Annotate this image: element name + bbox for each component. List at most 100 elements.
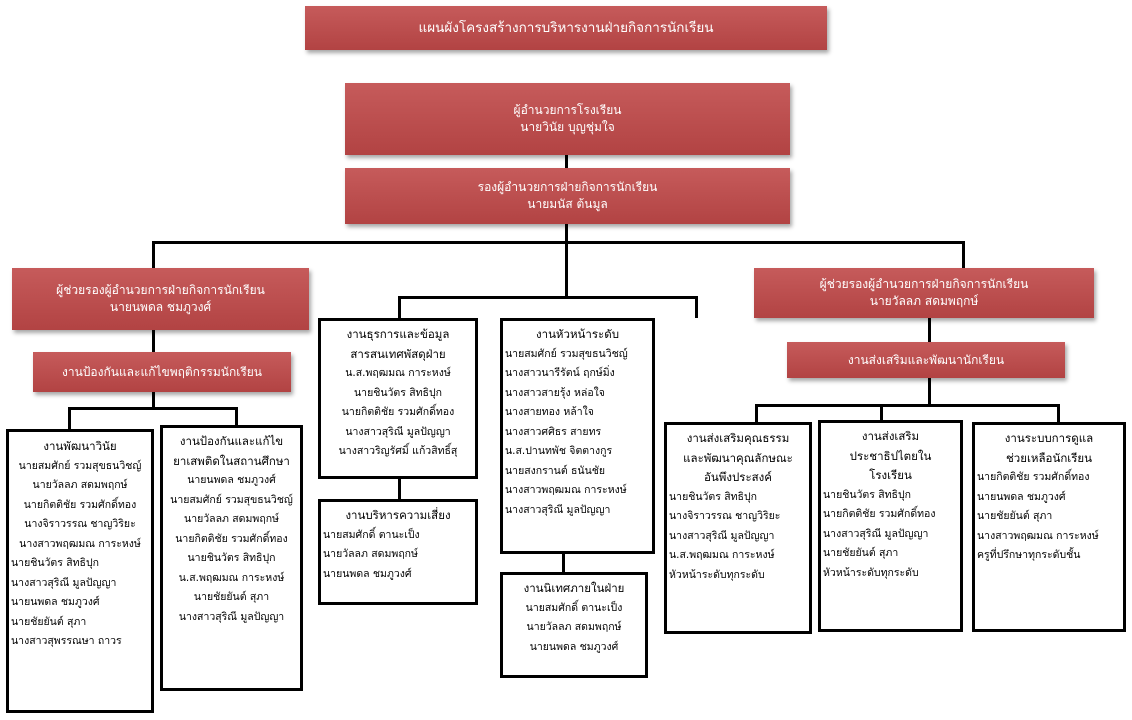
director-position: ผู้อำนวยการโรงเรียน — [513, 103, 622, 117]
student-care-member: นายกิตติชัย รวมศักดิ์ทอง — [977, 471, 1090, 483]
student-care-box: งานระบบการดูแล ช่วยเหลือนักเรียน นายกิตต… — [972, 422, 1126, 632]
connector-line — [152, 241, 155, 268]
internal-supervision-member: นายสมศักดิ์ ตานะเป็ง — [525, 601, 623, 614]
risk-management-title: งานบริหารความเสี่ยง — [345, 508, 451, 522]
drug-prevention-member: นายนพดล ชมภูวงศ์ — [187, 474, 276, 486]
section-right-box: งานส่งเสริมและพัฒนานักเรียน — [787, 342, 1065, 378]
section-right-label: งานส่งเสริมและพัฒนานักเรียน — [847, 352, 1005, 367]
democracy-promotion-member: นายชัยยันต์ สุภา — [823, 547, 899, 559]
level-heads-member: นางสาวนารีรัตน์ ฤกษ์มิ่ง — [505, 367, 615, 379]
deputy-name: นายมนัส ต้นมูล — [527, 197, 608, 211]
drug-prevention-member: นายชินวัตร สิทธิปุก — [187, 552, 276, 564]
internal-supervision-member: นายวัลลภ สดมพฤกษ์ — [526, 621, 622, 633]
drug-prevention-member: น.ส.พฤฒมณ การะหงษ์ — [178, 571, 285, 584]
connector-line — [152, 330, 155, 352]
director-name: นายวินัย บุญชุ่มใจ — [520, 120, 615, 134]
discipline-member: นายกิตติชัย รวมศักดิ์ทอง — [23, 498, 137, 511]
student-care-member: นางสาวพฤฒมณ การะหงษ์ — [977, 529, 1099, 542]
level-heads-member: นางสาวสุริณี มูลปัญญา — [505, 503, 611, 516]
drug-prevention-member: นายชัยยันต์ สุภา — [193, 591, 270, 603]
connector-line — [695, 296, 698, 318]
discipline-member: นายนพดล ชมภูวงศ์ — [11, 596, 100, 608]
admin-info-title: สารสนเทศพัสดุฝ่าย — [350, 346, 446, 361]
virtue-promotion-member: นางสาวสุริณี มูลปัญญา — [669, 529, 775, 542]
admin-info-member: น.ส.พฤฒมณ การะหงษ์ — [345, 367, 451, 379]
connector-line — [962, 241, 965, 268]
level-heads-title: งานหัวหน้าระดับ — [536, 327, 619, 341]
discipline-member: นางสาวพฤฒมณ การะหงษ์ — [19, 537, 141, 550]
virtue-promotion-title: อันพึงประสงค์ — [704, 470, 772, 484]
connector-line — [152, 392, 155, 409]
deputy-box: รองผู้อำนวยการฝ่ายกิจการนักเรียน นายมนัส… — [345, 168, 790, 224]
connector-line — [398, 296, 401, 318]
drug-prevention-member: นางสาวสุริณี มูลปัญญา — [178, 610, 285, 623]
student-care-member: นายนพดล ชมภูวงศ์ — [977, 490, 1066, 503]
level-heads-box: งานหัวหน้าระดับ นายสมศักย์ รวมสุขธนวิชญ์… — [500, 318, 655, 554]
democracy-promotion-title: งานส่งเสริม — [861, 429, 920, 443]
connector-line — [68, 407, 238, 410]
connector-line — [565, 241, 568, 297]
virtue-promotion-member: หัวหน้าระดับทุกระดับ — [669, 568, 765, 581]
virtue-promotion-title: งานส่งเสริมคุณธรรม — [686, 431, 790, 445]
discipline-member: นางจิราวรรณ ชาญวิริยะ — [24, 518, 136, 530]
assistant-left-position: ผู้ช่วยรองผู้อำนวยการฝ่ายกิจการนักเรียน — [56, 283, 265, 297]
democracy-promotion-member: นายกิตติชัย รวมศักดิ์ทอง — [823, 508, 936, 520]
section-left-label: งานป้องกันและแก้ไขพฤติกรรมนักเรียน — [61, 364, 262, 379]
discipline-title: งานพัฒนาวินัย — [43, 439, 117, 453]
discipline-member: นายชินวัตร สิทธิปุก — [11, 557, 99, 569]
admin-info-member: นางสาวริญรัศมิ์ แก้วสิทธิ์สุ — [338, 445, 458, 457]
admin-info-member: นายกิตติชัย รวมศักดิ์ทอง — [341, 406, 455, 418]
admin-info-title: งานธุรการและข้อมูล — [346, 327, 450, 341]
connector-line — [398, 296, 698, 299]
connector-line — [755, 404, 1059, 407]
discipline-member: นายวัลลภ สดมพฤกษ์ — [32, 479, 128, 491]
connector-line — [755, 404, 758, 422]
level-heads-member: น.ส.ปานทพัช จิตตางกูร — [505, 445, 613, 457]
connector-line — [235, 407, 238, 425]
risk-management-member: นายสมศักดิ์ ตานะเป็ง — [323, 528, 420, 541]
connector-line — [565, 155, 568, 169]
risk-management-box: งานบริหารความเสี่ยง นายสมศักดิ์ ตานะเป็ง… — [318, 499, 478, 605]
section-left-box: งานป้องกันและแก้ไขพฤติกรรมนักเรียน — [33, 352, 291, 392]
discipline-box: งานพัฒนาวินัย นายสมศักย์ รวมสุขธนวิชญ์ น… — [6, 429, 154, 713]
democracy-promotion-title: โรงเรียน — [869, 468, 912, 482]
drug-prevention-member: นายวัลลภ สดมพฤกษ์ — [184, 513, 279, 525]
assistant-right-position: ผู้ช่วยรองผู้อำนวยการฝ่ายกิจการนักเรียน — [819, 277, 1029, 291]
virtue-promotion-member: นายชินวัตร สิทธิปุก — [669, 490, 757, 503]
student-care-title: งานระบบการดูแล — [1004, 431, 1094, 445]
discipline-member: นายสมศักย์ รวมสุขธนวิชญ์ — [18, 459, 142, 472]
level-heads-member: นางสาวศศิธร สายทร — [505, 425, 602, 438]
internal-supervision-box: งานนิเทศภายในฝ่าย นายสมศักดิ์ ตานะเป็ง น… — [500, 572, 648, 678]
virtue-promotion-member: นางจิราวรรณ ชาญวิริยะ — [669, 510, 781, 522]
drug-prevention-title: ยาเสพติดในสถานศึกษา — [173, 453, 290, 468]
drug-prevention-member: นายสมศักย์ รวมสุขธนวิชญ์ — [170, 493, 293, 506]
connector-line — [565, 224, 568, 242]
discipline-member: นางสาวสุริณี มูลปัญญา — [11, 576, 117, 589]
democracy-promotion-box: งานส่งเสริม ประชาธิปไตยใน โรงเรียน นายชิ… — [818, 420, 963, 632]
chart-title: แผนผังโครงสร้างการบริหารงานฝ่ายกิจการนัก… — [305, 6, 827, 50]
level-heads-member: นายสงกรานต์ ธนันชัย — [505, 464, 606, 477]
admin-info-box: งานธุรการและข้อมูล สารสนเทศพัสดุฝ่าย น.ส… — [318, 318, 478, 479]
virtue-promotion-box: งานส่งเสริมคุณธรรม และพัฒนาคุณลักษณะ อัน… — [664, 422, 812, 634]
discipline-member: นายชัยยันต์ สุภา — [11, 615, 87, 628]
admin-info-member: นายชินวัตร สิทธิปุก — [354, 386, 442, 399]
democracy-promotion-member: นางสาวสุริณี มูลปัญญา — [823, 527, 929, 540]
student-care-member: ครูที่ปรึกษาทุกระดับชั้น — [977, 549, 1081, 561]
drug-prevention-title: งานป้องกันและแก้ไข — [179, 434, 284, 448]
assistant-right-box: ผู้ช่วยรองผู้อำนวยการฝ่ายกิจการนักเรียน … — [754, 268, 1094, 318]
level-heads-member: นางสาวสายรุ้ง หล่อใจ — [505, 386, 605, 399]
democracy-promotion-member: หัวหน้าระดับทุกระดับ — [823, 566, 919, 579]
connector-line — [398, 479, 401, 499]
director-box: ผู้อำนวยการโรงเรียน นายวินัย บุญชุ่มใจ — [345, 83, 790, 155]
level-heads-member: นางสายทอง หล้าใจ — [505, 406, 594, 418]
connector-line — [152, 241, 964, 244]
connector-line — [880, 404, 883, 420]
deputy-position: รองผู้อำนวยการฝ่ายกิจการนักเรียน — [477, 180, 658, 194]
discipline-member: นางสาวสุพรรณษา ถาวร — [11, 635, 122, 647]
connector-line — [928, 318, 931, 342]
democracy-promotion-title: ประชาธิปไตยใน — [849, 448, 932, 463]
connector-line — [1057, 404, 1060, 422]
level-heads-member: นายสมศักย์ รวมสุขธนวิชญ์ — [505, 347, 628, 360]
admin-info-member: นางสาวสุริณี มูลปัญญา — [345, 425, 451, 438]
risk-management-member: นายวัลลภ สดมพฤกษ์ — [323, 548, 418, 560]
